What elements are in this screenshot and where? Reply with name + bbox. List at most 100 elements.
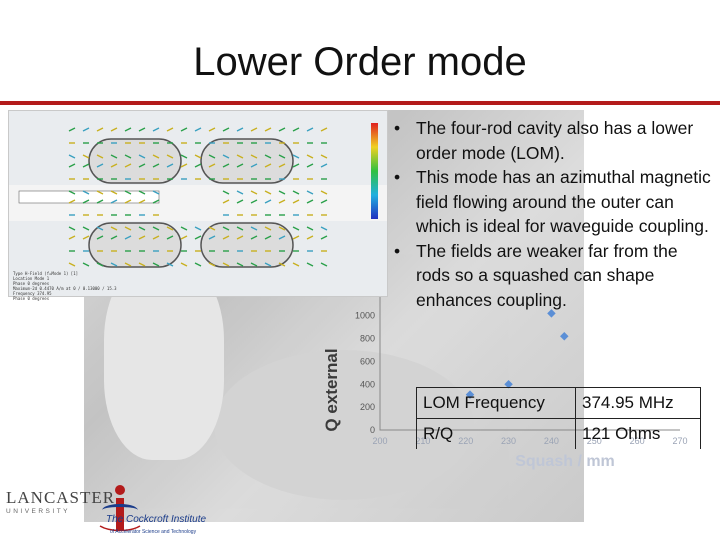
bullet-list: •The four-rod cavity also has a lower or… (392, 116, 714, 312)
slide-title: Lower Order mode (193, 40, 527, 84)
field-arrow (236, 262, 244, 267)
lom-parameters-table: LOM Frequency 374.95 MHz R/Q 121 Ohms (416, 387, 701, 449)
y-tick-label: 200 (360, 402, 375, 412)
y-tick-label: 0 (370, 425, 375, 435)
field-arrow (152, 163, 160, 168)
field-arrow (82, 199, 90, 204)
field-arrow (124, 226, 132, 231)
field-arrow (250, 154, 258, 159)
table-row: R/Q 121 Ohms (416, 418, 701, 449)
field-arrow (180, 262, 188, 267)
field-arrow (236, 199, 244, 204)
field-arrow (250, 226, 258, 231)
field-arrow (180, 235, 188, 240)
field-arrow (292, 154, 300, 159)
field-arrow (250, 127, 258, 132)
field-arrow (166, 154, 174, 159)
field-arrow (82, 235, 90, 240)
field-arrow (320, 163, 328, 168)
bullet-item: •This mode has an azimuthal magnetic fie… (394, 167, 711, 236)
r-over-q-label: R/Q (416, 418, 576, 449)
field-arrow (250, 163, 258, 168)
field-arrow (306, 190, 314, 195)
institute-name: The Cockcroft Institute (106, 514, 207, 525)
simulation-info: Type H-Field (f=Mode 1) [1]Location Mode… (13, 271, 203, 301)
field-arrow (180, 127, 188, 132)
simulation-info-line: Maximum-2d 0.4470 A/m at 0 / 0.13000 / 1… (13, 286, 117, 291)
x-axis-label: Squash / mm (515, 453, 615, 470)
field-arrow (194, 226, 202, 231)
field-arrow (208, 262, 216, 267)
field-arrow (320, 199, 328, 204)
field-arrow (264, 226, 272, 231)
field-arrow (152, 154, 160, 159)
r-over-q-value: 121 Ohms (575, 418, 701, 449)
simulation-info-line: Location Mode 1 (13, 276, 50, 281)
field-arrow (278, 127, 286, 132)
field-arrow (96, 262, 104, 267)
simulation-info-line: Phase 0 degrees (13, 296, 50, 301)
field-arrow (68, 154, 76, 159)
field-arrow (138, 190, 146, 195)
field-arrow (96, 127, 104, 132)
field-arrow (222, 127, 230, 132)
field-arrow (96, 154, 104, 159)
table-row: LOM Frequency 374.95 MHz (416, 387, 701, 419)
field-arrow (124, 190, 132, 195)
field-arrow (306, 199, 314, 204)
field-arrow (222, 226, 230, 231)
field-arrow (278, 154, 286, 159)
field-arrow (222, 235, 230, 240)
field-arrow (292, 262, 300, 267)
field-arrow (124, 163, 132, 168)
title-rule (0, 101, 720, 105)
field-arrow (180, 226, 188, 231)
field-arrow (68, 190, 76, 195)
field-arrow (320, 262, 328, 267)
field-arrow (320, 190, 328, 195)
field-arrow (292, 127, 300, 132)
field-arrow (68, 262, 76, 267)
field-arrow (320, 226, 328, 231)
lancaster-university-logo: LANCASTER UNIVERSITY (6, 488, 116, 515)
field-arrow (96, 226, 104, 231)
field-arrow (194, 154, 202, 159)
field-arrow (222, 154, 230, 159)
field-arrow (82, 127, 90, 132)
field-arrow (264, 154, 272, 159)
field-arrow (208, 235, 216, 240)
cockcroft-institute-logo (99, 485, 141, 532)
field-arrow (320, 127, 328, 132)
field-arrow (306, 226, 314, 231)
field-arrow (250, 262, 258, 267)
field-arrow (82, 154, 90, 159)
field-arrow (138, 199, 146, 204)
field-arrow (292, 190, 300, 195)
simulation-info-line: Type H-Field (f=Mode 1) [1] (13, 271, 79, 276)
field-arrow (264, 190, 272, 195)
field-arrow (96, 199, 104, 204)
field-arrow (208, 154, 216, 159)
field-arrow (96, 235, 104, 240)
field-arrow (208, 226, 216, 231)
bullet-item: •The fields are weaker far from the rods… (394, 240, 678, 310)
field-arrow (138, 235, 146, 240)
field-arrow (166, 127, 174, 132)
field-arrow (278, 235, 286, 240)
field-arrow (68, 235, 76, 240)
y-tick-label: 600 (360, 356, 375, 366)
field-arrow (82, 226, 90, 231)
field-arrow (166, 163, 174, 168)
field-arrow (306, 262, 314, 267)
simulation-info-line: Frequency 374.95 (13, 291, 52, 296)
field-arrow (166, 262, 174, 267)
field-arrow (152, 235, 160, 240)
field-arrow (110, 190, 118, 195)
institute-tagline: of Accelerator Science and Technology (110, 529, 197, 535)
field-arrow (68, 199, 76, 204)
field-arrow (264, 163, 272, 168)
field-arrow (250, 235, 258, 240)
field-arrow (110, 127, 118, 132)
field-arrow (222, 163, 230, 168)
color-scale-legend (371, 123, 378, 219)
